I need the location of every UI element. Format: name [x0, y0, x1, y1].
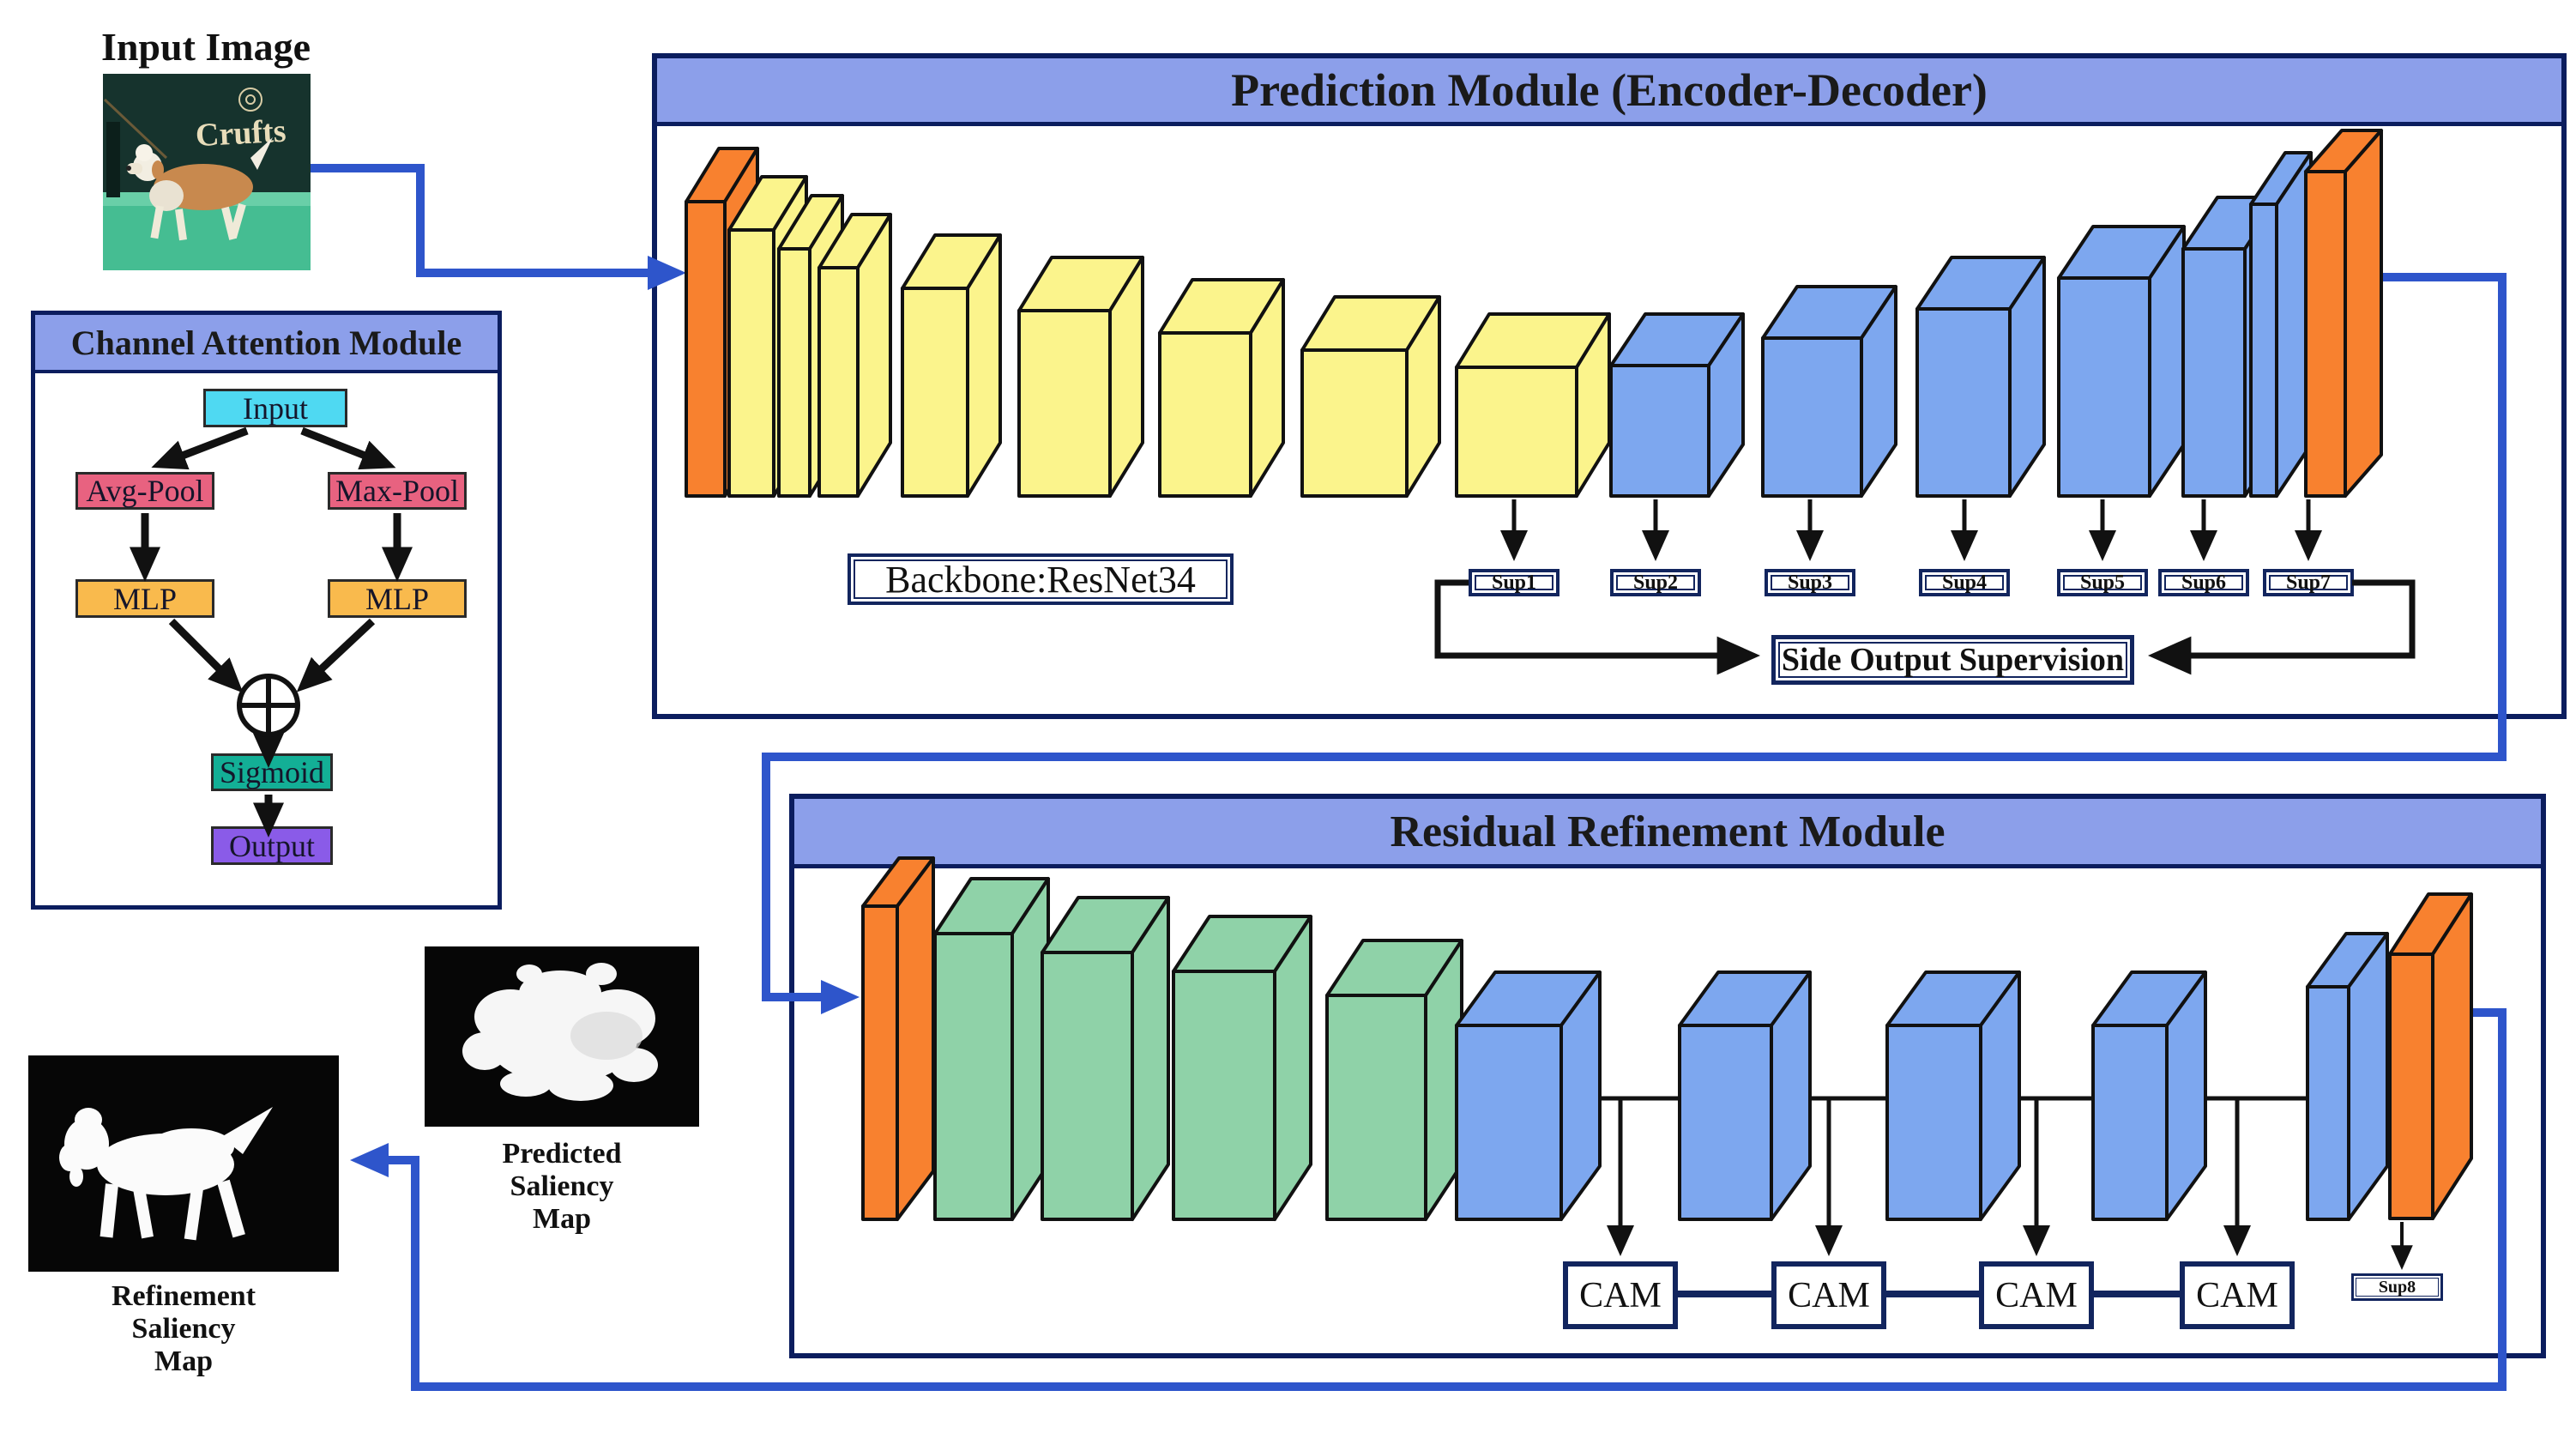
crufts-logo-icon — [238, 88, 262, 112]
rrm-blocks — [861, 856, 2473, 1221]
rrm-cam-box-2: CAM — [1771, 1261, 1886, 1329]
pred-block-encoder-5-front — [1017, 309, 1112, 498]
sup8-box: Sup8 — [2351, 1273, 2443, 1301]
input-image-title: Input Image — [100, 25, 311, 69]
rrm-cam-box-3: CAM — [1979, 1261, 2094, 1329]
pred-block-decoder-3-front — [1915, 307, 2012, 498]
pred-block-decoder-5-front — [2181, 247, 2247, 498]
sup-box-5: Sup5 — [2057, 569, 2148, 596]
pred-block-encoder-3-front — [817, 266, 860, 498]
cam-max-pool-node: Max-Pool — [328, 472, 467, 510]
rrm-block-decoder-5-side — [2347, 932, 2389, 1221]
rrm-block-decoder-4-front — [2091, 1024, 2169, 1221]
rrm-block-encoder-3-side — [1273, 915, 1312, 1221]
sup-box-3: Sup3 — [1765, 569, 1855, 596]
rrm-block-encoder-2-front — [1041, 951, 1134, 1221]
rrm-block-output-conv-side — [2431, 892, 2473, 1220]
pred-block-output-conv-front — [2304, 170, 2347, 498]
pred-block-encoder-4-front — [901, 287, 969, 498]
pred-block-decoder-4-front — [2057, 276, 2151, 498]
residual-refinement-module-header: Residual Refinement Module — [794, 799, 2541, 868]
pred-block-decoder-6-front — [2249, 203, 2278, 498]
pred-block-encoder-6-front — [1158, 331, 1252, 498]
rrm-to-refinement-map-connector — [350, 1008, 2507, 1391]
backbone-label-box: Backbone:ResNet34 — [848, 553, 1234, 605]
rrm-block-encoder-1-front — [933, 932, 1014, 1221]
pred-block-input-conv-front — [685, 200, 727, 498]
cam-mlp-right-node: MLP — [328, 579, 467, 618]
cam-input-node: Input — [203, 389, 347, 427]
pred-block-output-conv-side — [2344, 129, 2383, 498]
rrm-block-encoder-2-side — [1131, 896, 1170, 1221]
refinement-caption-line3: Map — [154, 1345, 213, 1377]
pred-block-encoder-7-front — [1300, 348, 1409, 498]
refinement-saliency-caption: Refinement Saliency Map — [28, 1280, 339, 1378]
rrm-block-output-conv-front — [2388, 952, 2434, 1220]
channel-attention-module-header: Channel Attention Module — [35, 315, 498, 373]
cam-output-node: Output — [211, 826, 333, 865]
cam-flow-arrows — [130, 426, 413, 837]
sup-box-6: Sup6 — [2158, 569, 2249, 596]
rrm-block-encoder-3-front — [1172, 970, 1276, 1221]
rrm-block-input-conv-front — [861, 904, 899, 1221]
sup-box-1: Sup1 — [1469, 569, 1559, 596]
rrm-block-decoder-1-front — [1455, 1024, 1563, 1221]
predicted-caption-line2: Saliency — [510, 1170, 614, 1202]
rrm-block-input-conv-side — [896, 856, 935, 1221]
predicted-saliency-caption: Predicted Saliency Map — [425, 1138, 699, 1236]
pred-block-decoder-2-front — [1761, 336, 1863, 498]
rrm-block-decoder-2-front — [1678, 1024, 1773, 1221]
crufts-text: Crufts — [195, 113, 287, 154]
sup-box-2: Sup2 — [1610, 569, 1701, 596]
rrm-block-decoder-3-front — [1885, 1024, 1982, 1221]
predicted-caption-line1: Predicted — [502, 1138, 622, 1170]
prediction-blocks — [685, 129, 2383, 498]
predicted-saliency-map-image — [425, 946, 699, 1127]
rrm-block-encoder-4-front — [1325, 994, 1427, 1221]
generated-arrows — [1500, 499, 2322, 1297]
pred-block-encoder-2-front — [777, 247, 811, 498]
predicted-caption-line3: Map — [533, 1203, 591, 1235]
refinement-dog-silhouette — [59, 1107, 273, 1241]
cam-add-circle — [237, 674, 300, 737]
pred-block-encoder-3-side — [856, 213, 892, 498]
leash-line — [103, 98, 168, 160]
cam-avg-pool-node: Avg-Pool — [75, 472, 214, 510]
handler-figure — [106, 122, 120, 197]
pred-block-encoder-1-front — [727, 228, 775, 498]
refinement-caption-line2: Saliency — [131, 1313, 236, 1345]
sup1-to-sos-line — [1434, 579, 1760, 675]
side-output-supervision-box: Side Output Supervision — [1771, 635, 2134, 685]
input-to-prediction-connector — [311, 164, 686, 290]
refinement-saliency-map-image — [28, 1055, 339, 1272]
sup7-to-sos-line — [2148, 579, 2416, 675]
sup-box-4: Sup4 — [1919, 569, 2010, 596]
rrm-cam-box-1: CAM — [1563, 1261, 1678, 1329]
rrm-cam-box-4: CAM — [2180, 1261, 2295, 1329]
prediction-to-rrm-connector — [762, 273, 2507, 1014]
pred-block-decoder-1-front — [1609, 364, 1710, 498]
pred-block-encoder-8-front — [1455, 366, 1578, 498]
input-image: Crufts — [103, 74, 311, 270]
refinement-caption-line1: Refinement — [111, 1280, 256, 1312]
prediction-module-header: Prediction Module (Encoder-Decoder) — [657, 58, 2561, 126]
dog-photo-figure — [126, 137, 273, 241]
rrm-block-decoder-5-front — [2306, 985, 2350, 1221]
